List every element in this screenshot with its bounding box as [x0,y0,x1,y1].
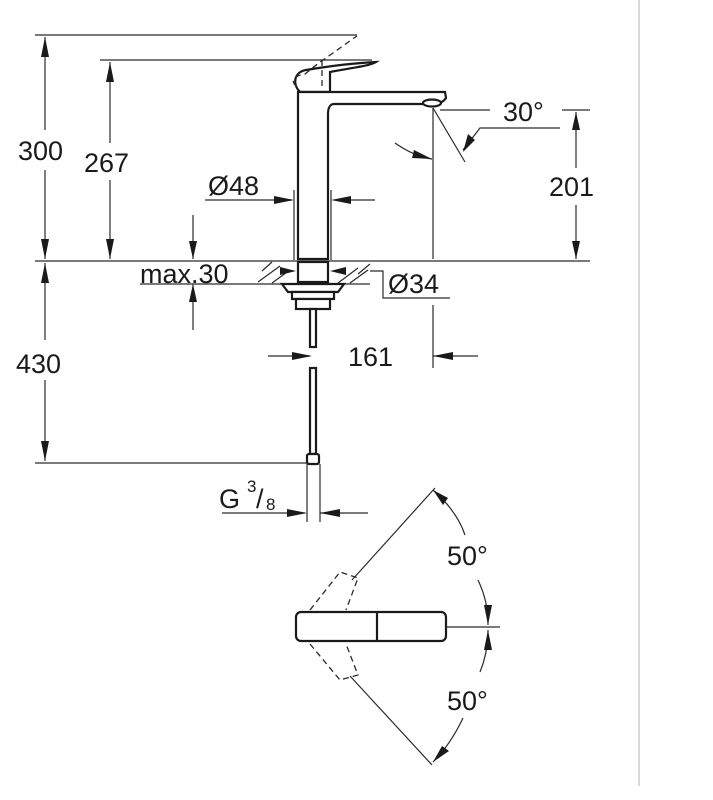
overall-height-label: 300 [18,136,63,166]
lever-rotated-right [309,643,359,681]
lever-raised-outline [292,35,358,87]
thread-slash: / [256,484,264,514]
countertop-section [257,260,371,466]
spout-height-label: 267 [84,148,129,178]
supply-hose-lower [308,366,318,456]
hose-length-label: 430 [16,349,61,379]
outlet-height-label: 201 [549,172,594,202]
mounting-shank [296,260,330,284]
hose-connector [305,452,321,466]
thread-denominator: 8 [266,495,275,514]
lever-rotation-upper-label: 50° [447,541,488,571]
dim-spout-angle: 30° [394,97,560,259]
panel-divider [638,0,640,786]
dim-spout-projection: 161 [268,305,478,372]
dim-body-diameter: Ø48 [205,171,375,260]
spout-outlet [421,98,443,108]
dim-overall-height: 300 [18,37,63,259]
dim-spout-height: 267 [84,62,129,259]
spout-angle-label: 30° [503,97,544,127]
dim-outlet-height: 201 [549,109,594,259]
supply-hose-upper [308,307,318,349]
spout-projection-label: 161 [348,342,393,372]
max-deck-thickness-label: max.30 [140,259,229,289]
thread-numerator: 3 [247,477,256,496]
body-diameter-label: Ø48 [208,171,259,201]
top-view: 50° 50° [294,487,500,766]
side-view: 300 267 Ø48 [16,34,594,522]
lever-top-view [294,610,448,643]
faucet-body [296,90,448,261]
lever-rotation-lower-label: 50° [447,686,488,716]
dim-max-deck-thickness: max.30 [140,215,258,330]
dim-hose-length: 430 [16,263,61,461]
thread-letter: G [219,484,240,514]
lever-handle [294,60,380,94]
lever-rotated-left [309,571,359,611]
dim-connection-thread: G 3 / 8 [219,464,368,522]
dim-hole-diameter: Ø34 [370,269,450,299]
hole-diameter-label: Ø34 [388,269,439,299]
